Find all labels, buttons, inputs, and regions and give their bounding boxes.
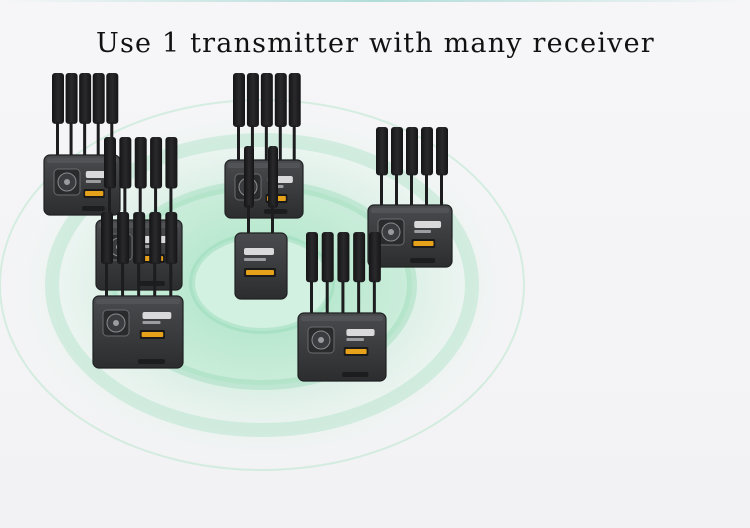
top-accent-line xyxy=(0,0,750,2)
headline: Use 1 transmitter with many receiver xyxy=(96,28,655,59)
receiver-device xyxy=(92,212,184,369)
receiver-device xyxy=(43,73,121,216)
transmitter-device xyxy=(234,146,288,300)
receiver-device xyxy=(367,127,453,268)
receiver-device xyxy=(297,232,387,382)
